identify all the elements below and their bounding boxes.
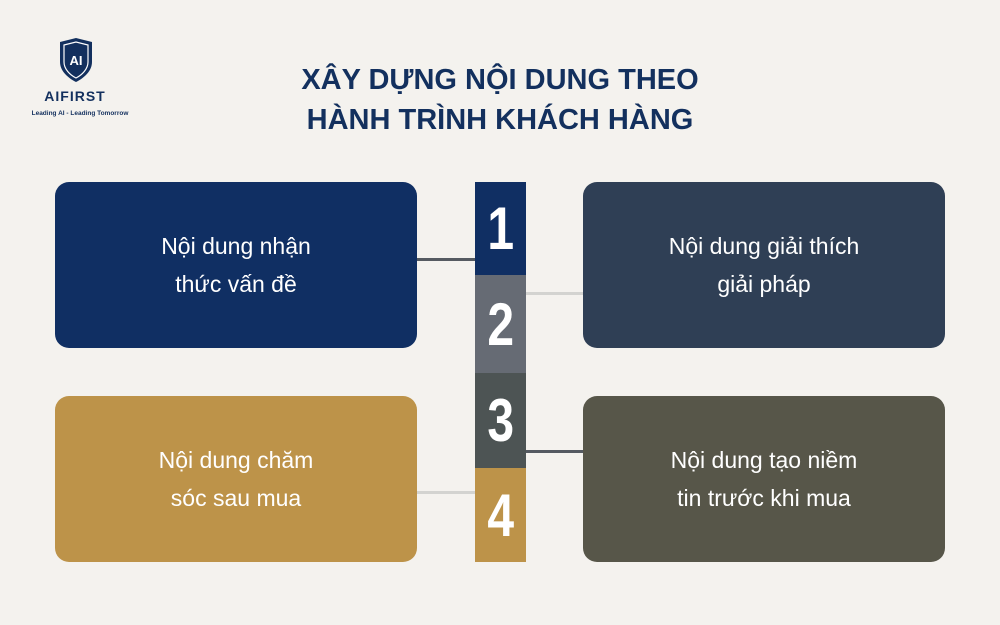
connector-4 xyxy=(417,491,475,494)
step-number-2: 2 xyxy=(475,275,526,373)
step-number-4-label: 4 xyxy=(487,481,514,549)
page-title: XÂY DỰNG NỘI DUNG THEO HÀNH TRÌNH KHÁCH … xyxy=(200,60,800,140)
logo: AI AIFIRST Leading AI - Leading Tomorrow xyxy=(20,38,130,122)
step-card-2-text: Nội dung giải thích giải pháp xyxy=(639,227,889,303)
step-2-line-2: giải pháp xyxy=(717,271,811,297)
step-number-2-label: 2 xyxy=(487,290,514,358)
step-3-line-2: tin trước khi mua xyxy=(677,485,851,511)
connector-3 xyxy=(526,450,583,453)
title-line-1: XÂY DỰNG NỘI DUNG THEO xyxy=(301,64,699,96)
step-card-2: Nội dung giải thích giải pháp xyxy=(583,182,945,348)
step-card-1-text: Nội dung nhận thức vấn đề xyxy=(111,227,361,303)
step-3-line-1: Nội dung tạo niềm xyxy=(670,447,858,473)
title-line-2: HÀNH TRÌNH KHÁCH HÀNG xyxy=(306,104,694,136)
step-card-3: Nội dung tạo niềm tin trước khi mua xyxy=(583,396,945,562)
step-4-line-2: sóc sau mua xyxy=(170,485,302,511)
logo-tagline: Leading AI - Leading Tomorrow xyxy=(31,110,129,117)
step-4-line-1: Nội dung chăm xyxy=(158,447,314,473)
step-number-3: 3 xyxy=(475,373,526,468)
shield-logo-icon: AI xyxy=(60,38,92,82)
step-number-1-label: 1 xyxy=(487,195,514,262)
step-1-line-1: Nội dung nhận xyxy=(161,233,311,259)
step-2-line-1: Nội dung giải thích xyxy=(668,233,860,259)
logo-mark: AI xyxy=(70,53,83,68)
connector-2 xyxy=(526,292,583,295)
step-number-3-label: 3 xyxy=(487,387,514,454)
step-number-4: 4 xyxy=(475,468,526,562)
step-card-3-text: Nội dung tạo niềm tin trước khi mua xyxy=(639,441,889,517)
step-card-4: Nội dung chăm sóc sau mua xyxy=(55,396,417,562)
step-number-1: 1 xyxy=(475,182,526,275)
step-1-line-2: thức vấn đề xyxy=(175,271,297,297)
step-card-1: Nội dung nhận thức vấn đề xyxy=(55,182,417,348)
logo-name: AIFIRST xyxy=(44,88,106,104)
step-card-4-text: Nội dung chăm sóc sau mua xyxy=(111,441,361,517)
connector-1 xyxy=(417,258,475,261)
